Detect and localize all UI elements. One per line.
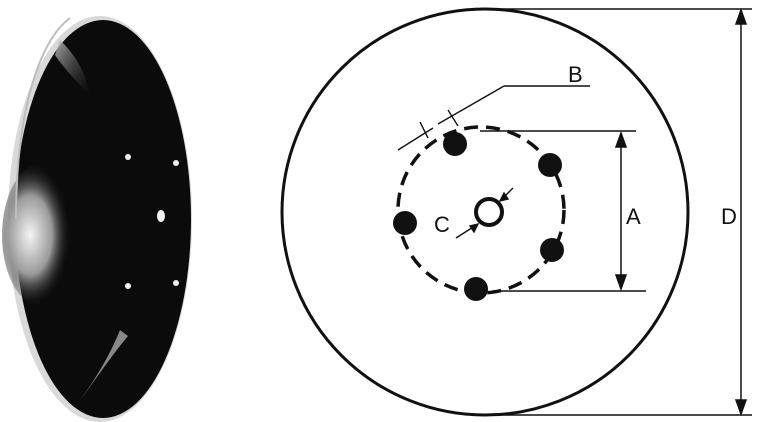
disc-highlight bbox=[2, 163, 82, 307]
disc-technical-drawing bbox=[280, 7, 752, 417]
photo-bolt-hole bbox=[125, 154, 131, 160]
disc-blade-photo bbox=[2, 16, 192, 422]
bolt-hole bbox=[540, 238, 564, 262]
disc-body bbox=[15, 20, 191, 418]
label-c: C bbox=[434, 212, 450, 237]
photo-center-hole bbox=[157, 210, 165, 222]
bolt-hole bbox=[538, 153, 562, 177]
label-a: A bbox=[626, 204, 641, 229]
label-b: B bbox=[568, 62, 583, 87]
center-hole bbox=[474, 197, 504, 227]
dimension-d bbox=[485, 7, 752, 417]
bolt-hole bbox=[464, 277, 488, 301]
bolt-circle bbox=[396, 125, 566, 295]
photo-bolt-hole bbox=[173, 160, 179, 166]
disc-top-reflection bbox=[55, 40, 90, 95]
photo-bolt-hole bbox=[173, 280, 179, 286]
disc-bottom-reflection bbox=[80, 330, 128, 400]
bolt-hole bbox=[393, 211, 417, 235]
dimension-c bbox=[455, 187, 514, 239]
label-d: D bbox=[721, 204, 737, 229]
bolt-holes bbox=[393, 132, 564, 301]
photo-bolt-hole bbox=[125, 283, 131, 289]
bolt-hole bbox=[443, 132, 467, 156]
disc-edge bbox=[15, 17, 71, 220]
dimension-b bbox=[397, 85, 590, 151]
dimension-a bbox=[480, 130, 646, 292]
